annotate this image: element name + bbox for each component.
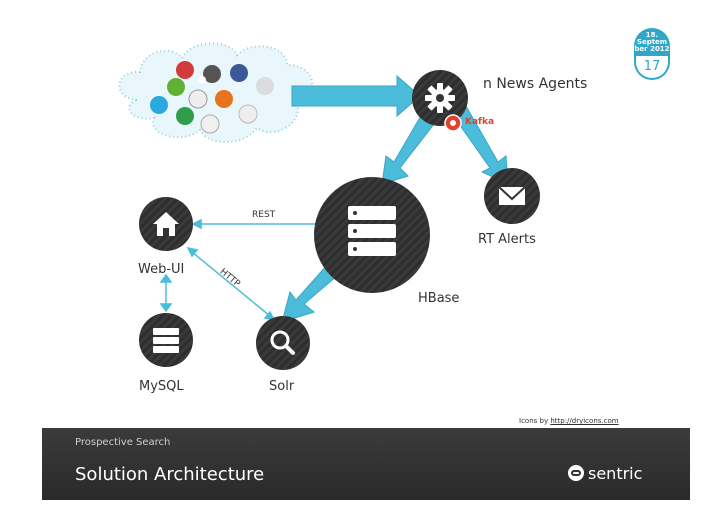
reddit-icon — [200, 114, 220, 134]
search-icon — [270, 330, 295, 355]
blogger-icon — [215, 90, 233, 108]
hbase-label: HBase — [418, 291, 460, 306]
kafka-label: Kafka — [465, 117, 495, 127]
http-connector — [191, 251, 271, 317]
flickr-icon — [238, 104, 258, 124]
social-media-cloud — [118, 42, 314, 144]
footer-title: Solution Architecture — [75, 464, 265, 485]
footer-subtitle: Prospective Search — [75, 437, 171, 448]
icon-credit-prefix: Icons by — [519, 417, 549, 425]
kafka-node — [444, 114, 462, 132]
news-agents-label: n News Agents — [483, 76, 588, 92]
mysql-label: MySQL — [139, 379, 184, 394]
webui-mysql-arrowhead-up — [159, 273, 173, 283]
twitter-icon — [150, 96, 168, 114]
youtube-icon — [256, 77, 274, 95]
slide: n News Agents Kafka RT Alerts HBase Web-… — [42, 10, 690, 500]
hbase-node — [314, 177, 430, 293]
web-ui-label: Web-UI — [138, 262, 185, 277]
solr-circle — [256, 316, 310, 370]
icon-credit: Icons by http://dryicons.com — [519, 417, 619, 425]
agents-to-hbase-arrow — [381, 113, 435, 185]
solr-node — [256, 316, 310, 370]
server-stack-icon — [348, 206, 396, 256]
technorati-icon — [188, 89, 208, 109]
footer-bar: Prospective Search Solution Architecture… — [42, 428, 690, 500]
digg-icon — [203, 65, 221, 83]
architecture-diagram — [118, 42, 540, 370]
icon-credit-link[interactable]: http://dryicons.com — [550, 417, 619, 425]
database-icon — [153, 328, 179, 353]
facebook-icon — [230, 64, 248, 82]
envelope-icon — [498, 186, 526, 205]
mysql-node — [139, 313, 193, 367]
rest-arrowhead-left — [191, 218, 202, 230]
news-agents-node — [412, 70, 468, 126]
date-badge-number: 17 — [634, 56, 670, 80]
rt-alerts-label: RT Alerts — [478, 232, 536, 247]
webui-mysql-arrowhead-down — [159, 303, 173, 313]
solr-label: Solr — [269, 379, 295, 394]
sentric-logo-icon — [568, 465, 584, 481]
rest-edge-label: REST — [252, 210, 276, 220]
delicious-icon — [167, 78, 185, 96]
rt-alerts-node — [484, 168, 540, 224]
date-badge: 18. Septem ber 2012 17 — [634, 28, 670, 80]
gear-icon — [425, 83, 455, 113]
date-badge-top: 18. Septem ber 2012 — [634, 28, 670, 56]
http-arrowhead-top — [186, 246, 199, 258]
stumbleupon-icon — [176, 107, 194, 125]
other-icon — [198, 76, 206, 84]
yahoo-icon — [176, 61, 194, 79]
web-ui-node — [139, 197, 193, 251]
brand-name: sentric — [588, 464, 643, 483]
home-icon — [153, 212, 179, 236]
cloud-shape — [118, 42, 314, 144]
brand-logo: sentric — [568, 464, 642, 483]
cloud-to-agents-arrow — [291, 74, 421, 118]
http-arrowhead-bottom — [263, 310, 276, 322]
